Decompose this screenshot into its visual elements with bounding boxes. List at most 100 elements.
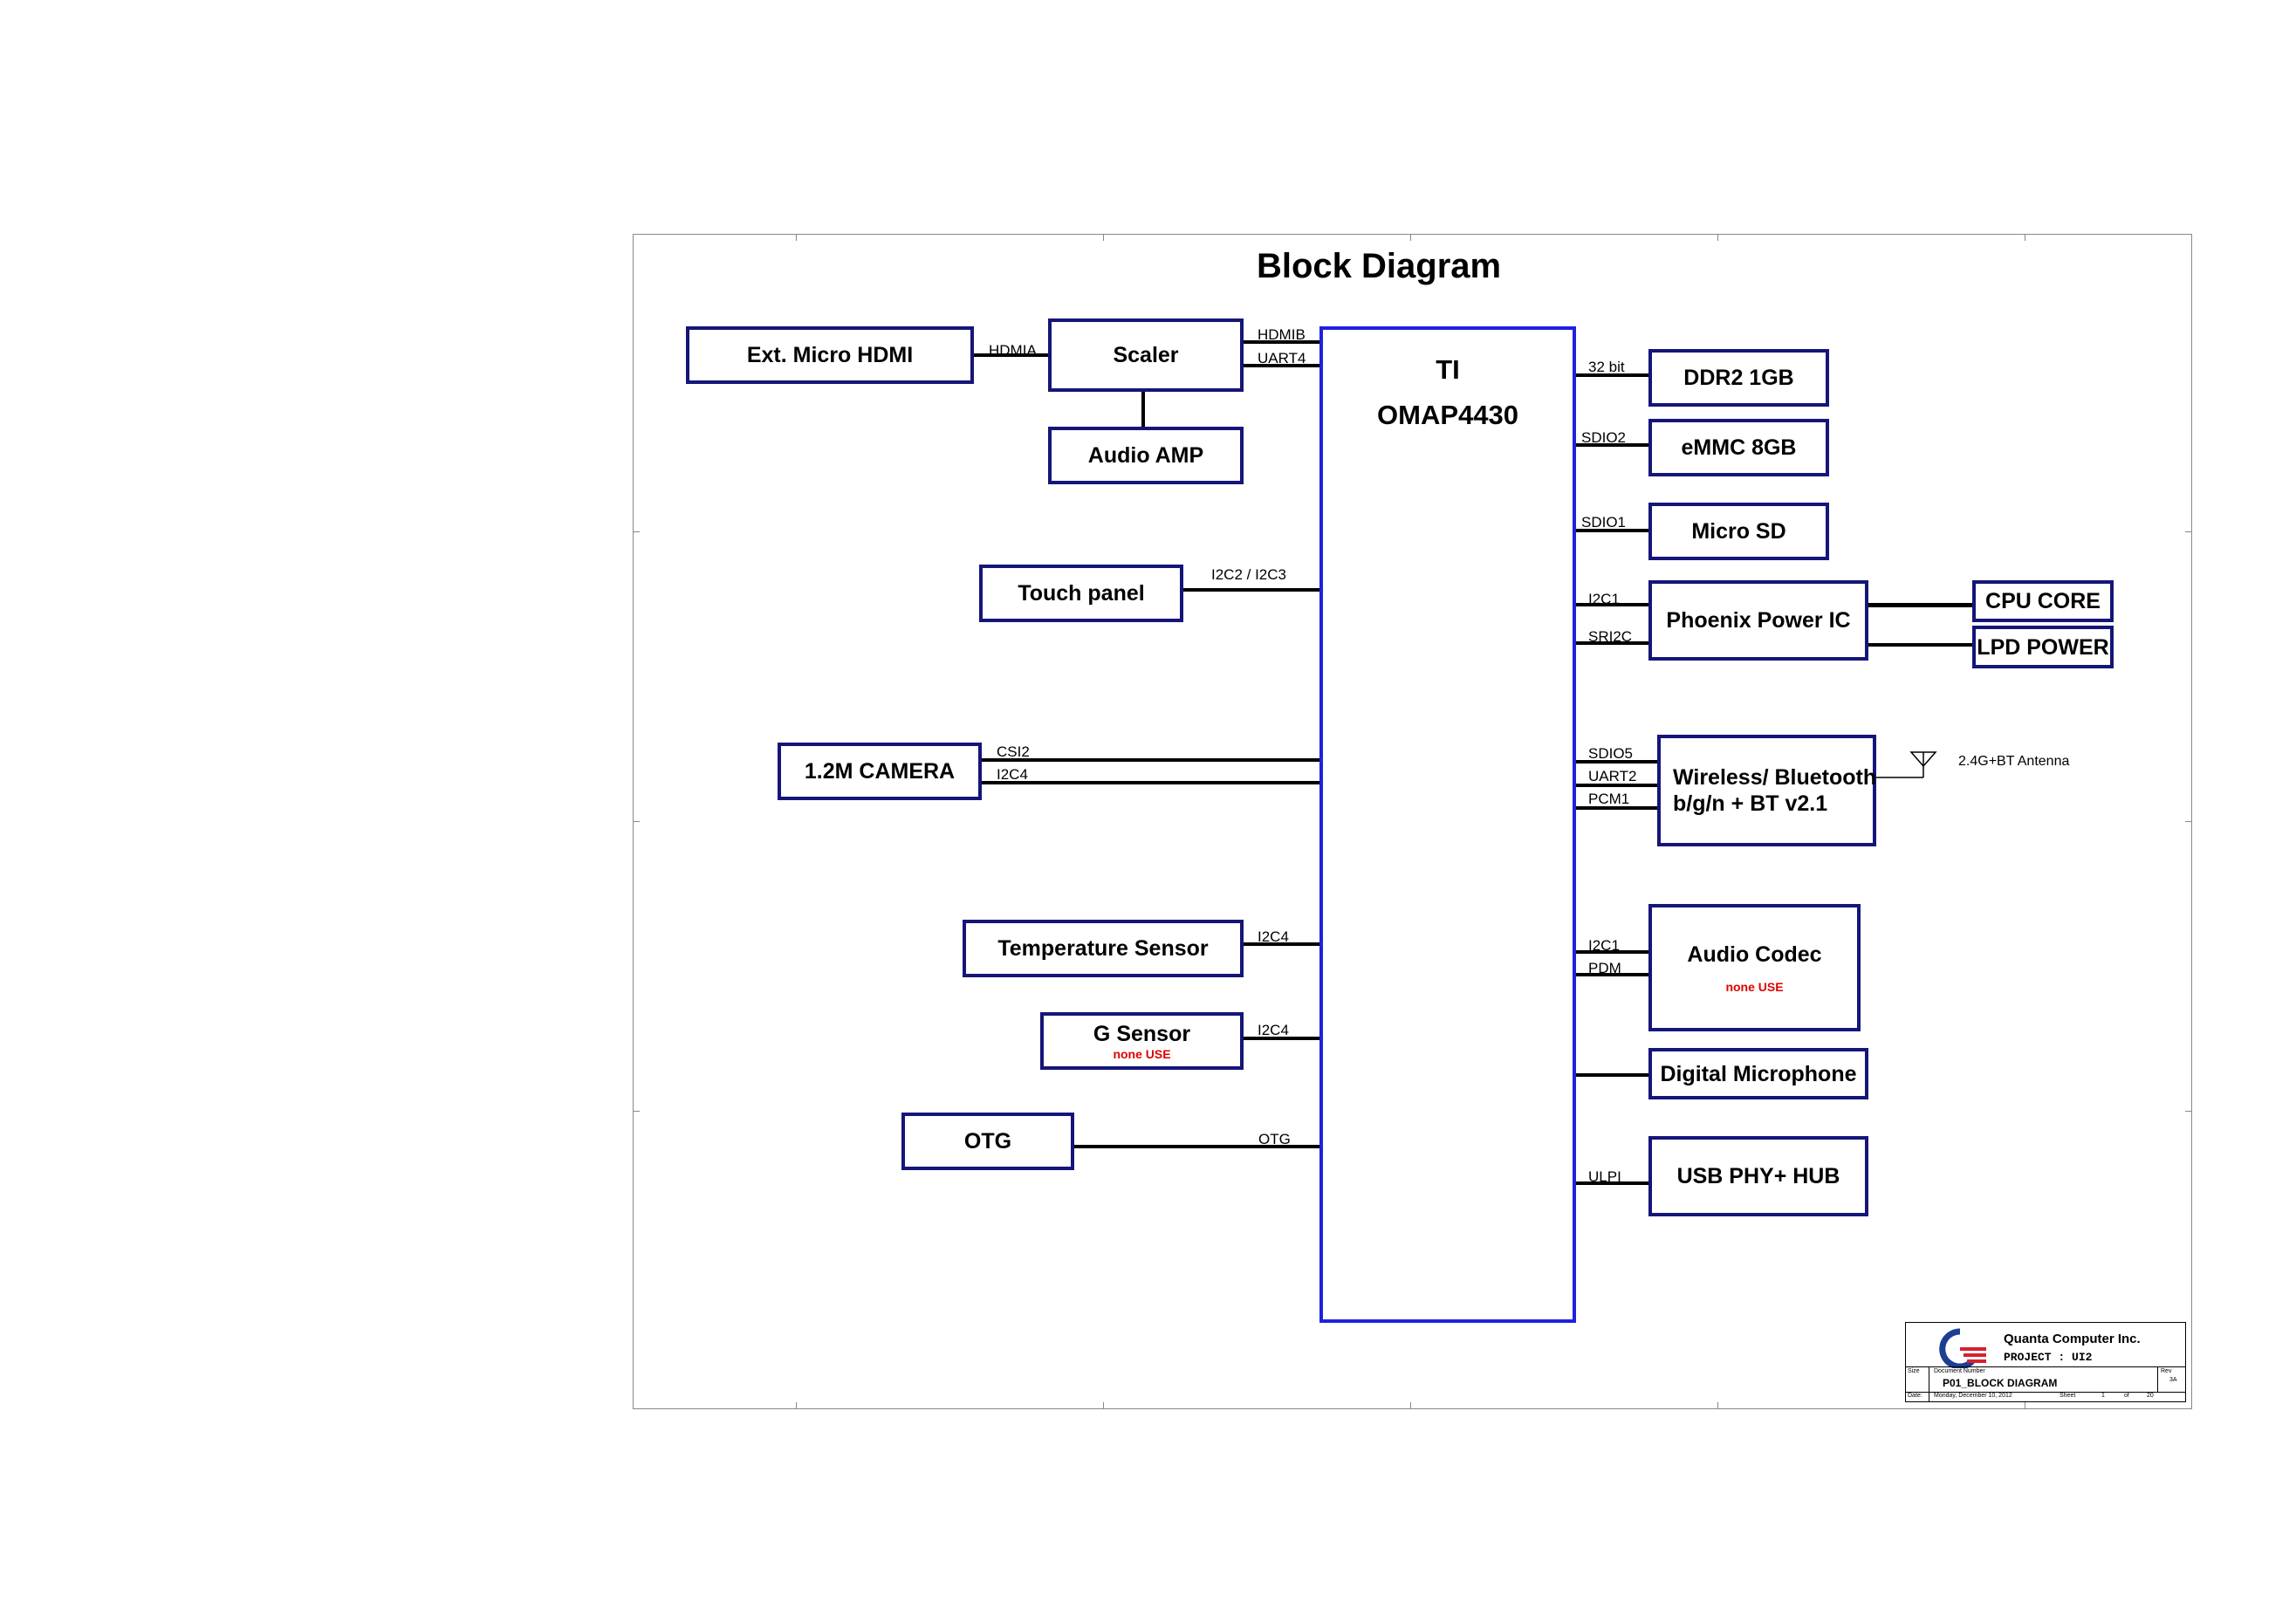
signal-i2c4-g: I2C4 [1258,1022,1289,1038]
signal-i2c1-codec: I2C1 [1588,937,1620,954]
g-sensor-block: G Sensor none USE [1040,1012,1244,1070]
wire-uart4 [1244,364,1319,367]
frame-tick [633,531,640,532]
scaler-block: Scaler [1048,318,1244,392]
signal-hdmia: HDMIA [989,342,1037,359]
ddr2-label: DDR2 1GB [1683,366,1794,390]
signal-pdm: PDM [1588,960,1621,976]
g-sensor-label: G Sensor [1093,1022,1191,1046]
wire-i2c1-pmic [1576,603,1648,606]
wire-32bit [1576,373,1648,377]
wire-dmic [1576,1073,1648,1077]
frame-tick [1103,234,1104,241]
quanta-logo-icon [1939,1328,1986,1368]
signal-ulpi: ULPI [1588,1168,1621,1185]
emmc-block: eMMC 8GB [1648,419,1829,476]
wire-sdio1 [1576,529,1648,532]
wire-uart2 [1576,784,1657,787]
wire-otg [1074,1145,1319,1148]
frame-tick [1103,1402,1104,1409]
wire-sdio5 [1576,760,1657,764]
wire-pcm1 [1576,806,1657,810]
wire-scaler-amp [1141,392,1145,427]
wire-i2c4-temp [1244,942,1319,946]
soc-block: TI OMAP4430 [1319,326,1576,1323]
touch-panel-block: Touch panel [979,565,1183,622]
signal-sdio2: SDIO2 [1581,429,1627,446]
frame-tick [633,1111,640,1112]
signal-i2c4-temp: I2C4 [1258,928,1289,945]
cpu-core-block: CPU CORE [1972,580,2114,622]
doc-number: P01_BLOCK DIAGRAM [1943,1377,2058,1389]
signal-i2c2-i2c3: I2C2 / I2C3 [1211,566,1286,583]
frame-tick [796,1402,797,1409]
wire-ulpi [1576,1181,1648,1185]
frame-tick [2185,821,2192,822]
signal-hdmib: HDMIB [1258,326,1306,343]
wire-sdio2 [1576,443,1648,447]
doc-number-label: Document Number [1934,1368,1985,1374]
wireless-bluetooth-block: Wireless/ Bluetooth b/g/n + BT v2.1 [1657,735,1876,846]
usb-phy-hub-block: USB PHY+ HUB [1648,1136,1868,1216]
temperature-sensor-block: Temperature Sensor [963,920,1244,977]
signal-i2c4-cam: I2C4 [997,766,1028,783]
size-label: Size [1908,1368,1920,1374]
date-label: Date: [1908,1393,1922,1399]
camera-label: 1.2M CAMERA [804,759,956,784]
audio-codec-block: Audio Codec none USE [1648,904,1861,1031]
wireless-bluetooth-label: Wireless/ Bluetooth b/g/n + BT v2.1 [1673,765,1877,816]
g-sensor-note: none USE [1113,1047,1171,1061]
wire-csi2 [982,758,1319,762]
diagram-title: Block Diagram [1257,247,1502,285]
wire-lpd-power [1868,643,1972,647]
signal-sdio1: SDIO1 [1581,514,1627,531]
audio-amp-block: Audio AMP [1048,427,1244,484]
audio-codec-label: Audio Codec [1687,942,1822,967]
otg-block: OTG [901,1113,1074,1170]
touch-panel-label: Touch panel [1018,581,1145,606]
signal-sri2c: SRI2C [1588,628,1633,645]
frame-tick [1410,1402,1411,1409]
scaler-label: Scaler [1113,343,1179,367]
wire-i2c4-g [1244,1037,1319,1040]
soc-vendor-label: TI [1436,354,1460,385]
of-label: of [2124,1393,2129,1399]
lpd-power-block: LPD POWER [1972,626,2114,668]
signal-sdio5: SDIO5 [1588,745,1634,762]
antenna-label: 2.4G+BT Antenna [1958,754,2070,769]
frame-tick [2185,1111,2192,1112]
signal-pcm1: PCM1 [1588,791,1630,807]
emmc-label: eMMC 8GB [1681,435,1797,460]
frame-tick [633,821,640,822]
ext-micro-hdmi-label: Ext. Micro HDMI [746,343,914,367]
phoenix-power-ic-block: Phoenix Power IC [1648,580,1868,661]
frame-tick [1717,1402,1718,1409]
frame-tick [1410,234,1411,241]
ddr2-block: DDR2 1GB [1648,349,1829,407]
otg-label: OTG [963,1129,1012,1154]
micro-sd-block: Micro SD [1648,503,1829,560]
signal-i2c1-pmic: I2C1 [1588,591,1620,607]
sheet-label: Sheet [2060,1393,2076,1399]
micro-sd-label: Micro SD [1691,519,1786,544]
sheet-value: 1 [2101,1393,2105,1399]
sheet-total: 20 [2147,1393,2154,1399]
rev-value: 3A [2169,1377,2177,1383]
title-block: Quanta Computer Inc. PROJECT : UI2 Size … [1905,1322,2186,1402]
wire-pdm [1576,973,1648,976]
camera-block: 1.2M CAMERA [778,743,982,800]
signal-otg: OTG [1258,1131,1291,1147]
wire-i2c2-i2c3 [1183,588,1319,592]
usb-phy-hub-label: USB PHY+ HUB [1676,1164,1840,1188]
antenna-icon [1876,751,1937,778]
wire-sri2c [1576,641,1648,645]
wire-cpu-core [1868,603,1972,607]
frame-tick [1717,234,1718,241]
signal-csi2: CSI2 [997,743,1030,760]
wire-hdmib [1244,340,1319,344]
ext-micro-hdmi-block: Ext. Micro HDMI [686,326,974,384]
company-name: Quanta Computer Inc. [2004,1332,2141,1346]
signal-32bit: 32 bit [1588,359,1625,375]
rev-label: Rev [2161,1368,2172,1374]
